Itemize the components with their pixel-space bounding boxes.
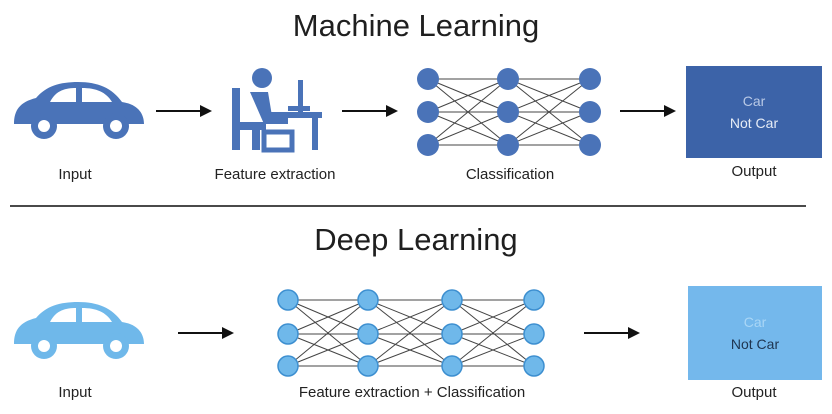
ml-input-label: Input: [58, 166, 92, 183]
car-icon: [14, 82, 144, 139]
car-icon: [14, 302, 144, 359]
dl-title: Deep Learning: [314, 222, 518, 257]
dl-output-label: Output: [731, 384, 777, 401]
person-at-desk-icon: [232, 68, 322, 153]
arrow-right-icon: [584, 327, 640, 339]
ml-title: Machine Learning: [292, 8, 540, 43]
section-divider: [10, 205, 806, 207]
dl-combined-label: Feature extraction + Classification: [298, 384, 526, 401]
ml-output-label: Output: [731, 163, 777, 180]
ml-output-option-not-car: Not Car: [729, 115, 779, 131]
arrow-right-icon: [620, 105, 676, 117]
dl-output-option-car: Car: [743, 314, 767, 330]
dl-output-box: Car Not Car: [688, 286, 822, 380]
ml-output-box: Car Not Car: [686, 66, 822, 158]
dl-output-option-not-car: Not Car: [730, 336, 780, 352]
ml-output-option-car: Car: [742, 93, 766, 109]
arrow-right-icon: [178, 327, 234, 339]
arrow-right-icon: [342, 105, 398, 117]
arrow-right-icon: [156, 105, 212, 117]
neural-network-icon: [417, 68, 601, 156]
ml-classification-label: Classification: [465, 166, 555, 183]
neural-network-icon: [277, 289, 545, 377]
ml-feature-label: Feature extraction: [214, 166, 336, 183]
dl-input-label: Input: [58, 384, 92, 401]
